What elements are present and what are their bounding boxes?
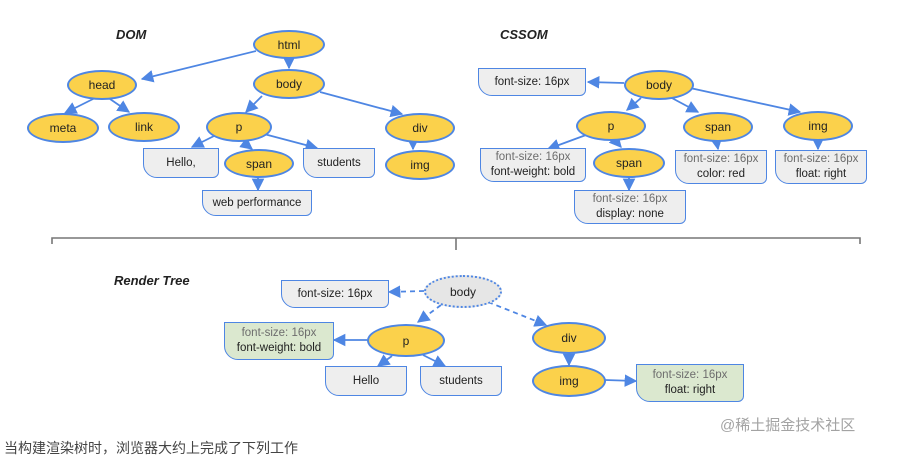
- cssom-style-p-line-2: font-weight: bold: [490, 166, 576, 178]
- render-node-p: p: [367, 324, 445, 357]
- dom-node-div: div: [385, 113, 455, 143]
- render-node-img: img: [532, 365, 606, 397]
- render-style-img: font-size: 16px float: right: [636, 364, 744, 402]
- edge-rt-img-style: [604, 374, 638, 387]
- cssom-style-p-line-1: font-size: 16px: [495, 151, 571, 163]
- edge-p-hello: [190, 135, 215, 148]
- dom-text-students: students: [303, 148, 375, 178]
- cssom-style-span-nested-line-2: display: none: [596, 208, 664, 220]
- cssom-node-span-top: span: [683, 112, 753, 142]
- edge-body-style: [586, 76, 625, 89]
- dom-node-html: html: [253, 30, 325, 59]
- cssom-style-span-top: font-size: 16px color: red: [675, 150, 767, 184]
- edge-html-head: [140, 50, 257, 83]
- render-style-p-line-1: font-size: 16px: [241, 327, 317, 339]
- cssom-style-span-top-line-1: font-size: 16px: [683, 153, 759, 165]
- cssom-style-img: font-size: 16px float: right: [775, 150, 867, 184]
- edge-rt-body-div: [487, 301, 548, 327]
- render-style-body: font-size: 16px: [281, 280, 389, 308]
- edge-head-meta: [63, 97, 96, 114]
- edge-rt-p-students: [422, 354, 447, 367]
- dom-text-hello: Hello,: [143, 148, 219, 178]
- render-text-hello: Hello: [325, 366, 407, 396]
- cssom-style-span-nested-line-1: font-size: 16px: [592, 193, 668, 205]
- cssom-style-span-top-line-2: color: red: [697, 168, 745, 180]
- render-tree-title: Render Tree: [114, 273, 190, 288]
- dom-node-span: span: [224, 149, 294, 178]
- watermark: @稀土掘金技术社区: [720, 417, 856, 434]
- dom-node-body: body: [253, 69, 325, 99]
- render-style-p-line-2: font-weight: bold: [236, 342, 322, 354]
- cssom-title: CSSOM: [500, 27, 548, 42]
- edge-body-div: [319, 91, 404, 118]
- cssom-style-img-line-2: float: right: [795, 168, 847, 180]
- edge-rt-p-hello: [376, 354, 393, 367]
- cssom-style-p: font-size: 16px font-weight: bold: [480, 148, 586, 182]
- edge-head-link: [109, 98, 131, 113]
- edge-rt-body-style: [387, 285, 425, 298]
- cssom-node-span-nested: span: [593, 148, 665, 178]
- edge-body-span-cssom: [669, 96, 700, 113]
- dom-node-p: p: [206, 112, 272, 142]
- edge-body-p: [245, 95, 263, 113]
- dom-title: DOM: [116, 27, 147, 42]
- cssom-style-img-line-1: font-size: 16px: [783, 153, 859, 165]
- render-style-p: font-size: 16px font-weight: bold: [224, 322, 334, 360]
- edge-body-p-cssom: [626, 97, 642, 111]
- render-style-img-line-2: float: right: [664, 384, 716, 396]
- render-style-img-line-1: font-size: 16px: [652, 369, 728, 381]
- cssom-style-body: font-size: 16px: [478, 68, 586, 96]
- dom-node-meta: meta: [27, 113, 99, 143]
- merge-bracket: [51, 237, 861, 250]
- cssom-style-span-nested: font-size: 16px display: none: [574, 190, 686, 224]
- dom-node-img: img: [385, 150, 455, 180]
- caption: 当构建渲染树时，浏览器大约上完成了下列工作: [4, 440, 298, 456]
- edge-body-img-cssom: [689, 87, 802, 116]
- cssom-node-body: body: [624, 70, 694, 100]
- dom-text-web-performance: web performance: [202, 190, 312, 216]
- dom-node-link: link: [108, 112, 180, 142]
- render-node-div: div: [532, 322, 606, 354]
- edge-p-students: [263, 133, 319, 152]
- cssom-node-img: img: [783, 111, 853, 141]
- cssom-node-p: p: [576, 111, 646, 141]
- edge-p-style-cssom: [546, 134, 587, 151]
- dom-node-head: head: [67, 70, 137, 100]
- edge-rt-body-p: [416, 304, 442, 323]
- render-text-students: students: [420, 366, 502, 396]
- edge-p-span: [239, 137, 253, 150]
- render-node-body: body: [424, 275, 502, 308]
